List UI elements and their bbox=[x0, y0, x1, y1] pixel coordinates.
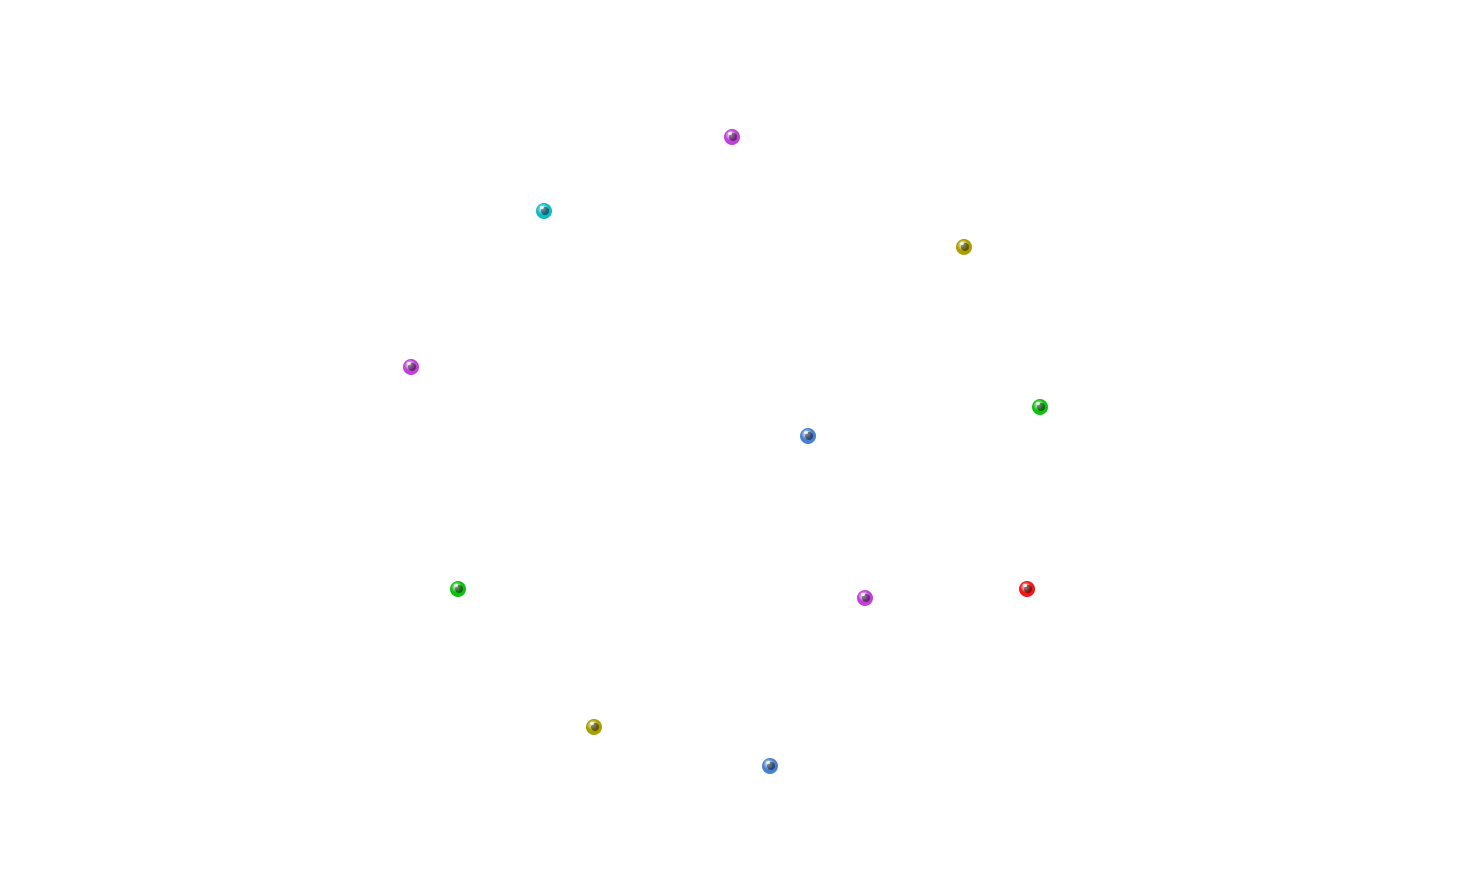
green-ball[interactable] bbox=[450, 581, 466, 597]
ball-shade bbox=[591, 723, 599, 731]
ball-shade bbox=[1037, 403, 1045, 411]
ball-shade bbox=[961, 243, 969, 251]
blue-ball[interactable] bbox=[800, 428, 816, 444]
magenta-ball[interactable] bbox=[724, 129, 740, 145]
blue-ball[interactable] bbox=[762, 758, 778, 774]
ball-highlight bbox=[454, 584, 458, 587]
red-ball[interactable] bbox=[1019, 581, 1035, 597]
green-ball[interactable] bbox=[1032, 399, 1048, 415]
ball-highlight bbox=[1036, 402, 1040, 405]
ball-highlight bbox=[861, 593, 865, 596]
yellow-ball[interactable] bbox=[956, 239, 972, 255]
cyan-ball[interactable] bbox=[536, 203, 552, 219]
ball-shade bbox=[1024, 585, 1032, 593]
ball-highlight bbox=[804, 431, 808, 434]
ball-highlight bbox=[766, 761, 770, 764]
ball-highlight bbox=[728, 132, 732, 135]
magenta-ball[interactable] bbox=[403, 359, 419, 375]
ball-highlight bbox=[960, 242, 964, 245]
ball-highlight bbox=[1023, 584, 1027, 587]
ball-shade bbox=[767, 762, 775, 770]
ball-shade bbox=[862, 594, 870, 602]
ball-highlight bbox=[407, 362, 411, 365]
ball-shade bbox=[805, 432, 813, 440]
ball-highlight bbox=[590, 722, 594, 725]
ball-shade bbox=[408, 363, 416, 371]
ball-shade bbox=[541, 207, 549, 215]
ball-highlight bbox=[540, 206, 544, 209]
ball-shade bbox=[729, 133, 737, 141]
magenta-ball[interactable] bbox=[857, 590, 873, 606]
ball-shade bbox=[455, 585, 463, 593]
yellow-ball[interactable] bbox=[586, 719, 602, 735]
